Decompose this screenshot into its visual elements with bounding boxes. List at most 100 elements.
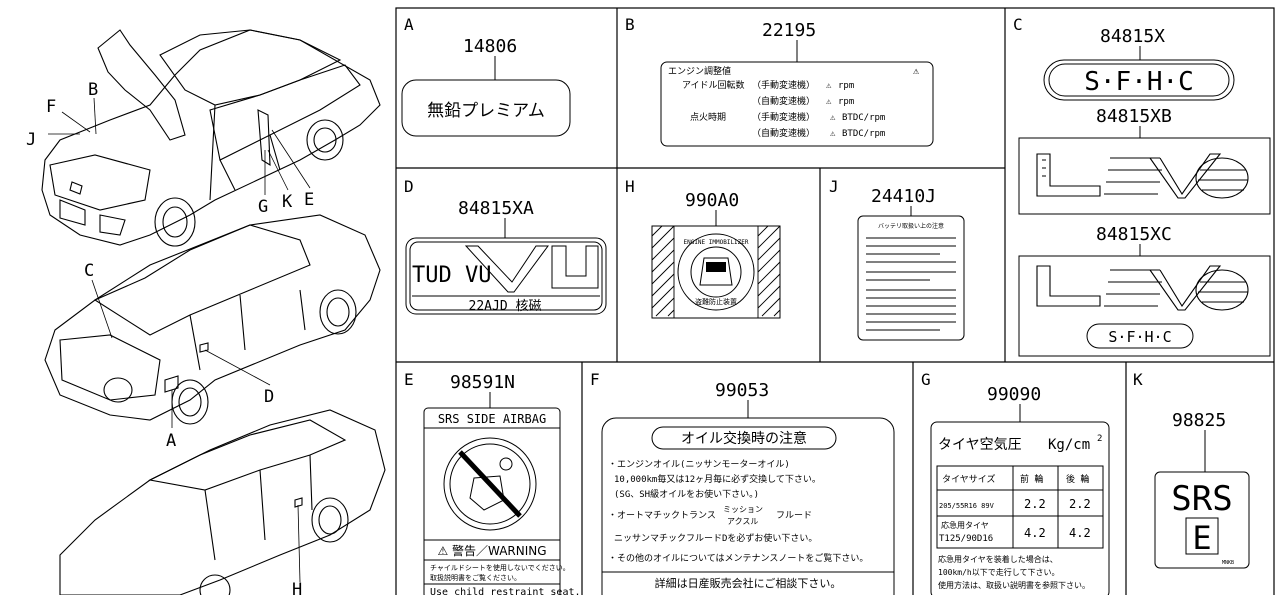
- panel-H-part-number: 990A0: [685, 190, 739, 211]
- panel-G-r2-rear: 4.2: [1069, 526, 1091, 540]
- panel-B-row1-cond: （手動変速機）: [752, 79, 815, 91]
- panel-G-r2-label: 応急用タイヤ: [941, 520, 989, 530]
- callout-B: B: [88, 80, 98, 100]
- panel-B-row3-icon: ⚠: [830, 113, 836, 123]
- car-middle: [44, 214, 381, 425]
- callout-E: E: [304, 190, 314, 210]
- panel-E-en-line: Use child restraint seat.: [430, 587, 581, 595]
- panel-H: H 990A0 ENGINE IMMOBILIZER 盗難防止装置: [625, 177, 781, 319]
- panel-B-row2-icon: ⚠: [826, 97, 832, 107]
- panel-G-unit-sup: 2: [1097, 434, 1102, 444]
- panel-G-note3: 使用方法は、取扱い説明書を参照下さい。: [938, 580, 1090, 590]
- panel-D-vu-text: TUD VU: [412, 263, 491, 288]
- panel-K-e: E: [1192, 519, 1211, 557]
- car-top: [41, 29, 381, 247]
- panel-G-r2-size: T125/90D16: [939, 534, 993, 544]
- panel-C-letter: C: [1013, 15, 1023, 34]
- callout-J: J: [26, 130, 36, 150]
- panel-C-sfhc-small: S·F·H·C: [1108, 328, 1171, 346]
- panel-B-row2-val: rpm: [838, 97, 854, 107]
- panel-J-lines: [866, 237, 956, 331]
- panel-F-label: [601, 417, 895, 599]
- panel-J-header: バッテリ取扱い上の注意: [878, 222, 944, 230]
- panel-E-prohibition-icon: [443, 437, 537, 531]
- panel-H-seal-text: ENGINE IMMOBILIZER: [683, 239, 748, 246]
- panel-C-levo-emblem-c: [1018, 255, 1271, 357]
- panel-E-jp-line1: チャイルドシートを使用しないでください。: [430, 563, 570, 572]
- panel-C-levo-emblem-b: [1018, 137, 1271, 215]
- panel-G-head-size: タイヤサイズ: [942, 473, 995, 485]
- panel-B-warn-icon: ⚠: [913, 66, 920, 77]
- panel-B-row3-left: 点火時期: [690, 112, 726, 123]
- panel-A-letter: A: [404, 15, 414, 34]
- panel-F-footer: 詳細は日産販売会社にご相談下さい。: [655, 576, 842, 590]
- panel-C-levo-lettering-c: [1036, 265, 1249, 311]
- panel-K: K 98825 SRS E MNKB: [1133, 370, 1250, 569]
- panel-grid: [395, 7, 1275, 599]
- callout-F: F: [46, 97, 56, 117]
- panel-J: J 24410J バッテリ取扱い上の注意: [829, 177, 965, 341]
- panel-E-letter: E: [404, 370, 414, 389]
- panel-K-part-number: 98825: [1172, 410, 1226, 431]
- panel-F-line5: ニッサンマチックフルードDを必ずお使い下さい。: [614, 532, 817, 544]
- panel-F-letter: F: [590, 370, 600, 389]
- panel-G-r2-front: 4.2: [1024, 526, 1046, 540]
- panel-G-r1-front: 2.2: [1024, 497, 1046, 511]
- panel-G-r1-rear: 2.2: [1069, 497, 1091, 511]
- panel-G-part-number: 99090: [987, 384, 1041, 405]
- panel-B-row4-val: BTDC/rpm: [842, 129, 885, 139]
- panel-E-part-number: 98591N: [450, 372, 515, 393]
- callout-D: D: [264, 387, 274, 407]
- callout-K: K: [282, 192, 293, 212]
- panel-B-title: エンジン調整値: [668, 65, 731, 77]
- panel-C-part-number: 84815X: [1100, 26, 1165, 47]
- panel-G-note1: 応急用タイヤを装着した場合は、: [938, 554, 1058, 564]
- panel-J-part-number: 24410J: [871, 186, 936, 207]
- panel-E-jp-line2: 取扱説明書をご覧ください。: [430, 573, 521, 582]
- panel-B-row4-cond: （自動変速機）: [752, 127, 815, 139]
- panel-K-srs: SRS: [1171, 479, 1232, 519]
- panel-B-label: [660, 61, 934, 147]
- panel-D-part-number: 84815XA: [458, 198, 534, 219]
- panel-H-letter: H: [625, 177, 635, 196]
- panel-E-title: SRS SIDE AIRBAG: [438, 412, 546, 426]
- panel-G-letter: G: [921, 370, 931, 389]
- car-bottom-leaders: [297, 504, 301, 583]
- panel-H-seal-bottom: 盗難防止装置: [695, 297, 737, 306]
- panel-H-hatch: [651, 225, 781, 318]
- panel-C-sfhc-text: S·F·H·C: [1084, 67, 1194, 97]
- panel-F: F 99053 オイル交換時の注意 ・エンジンオイル(ニッサンモーターオイル) …: [590, 370, 895, 599]
- panel-B-row1-icon: ⚠: [826, 81, 832, 91]
- panel-C-sfhc-emblem: [1043, 59, 1235, 101]
- panel-B-letter: B: [625, 15, 635, 34]
- panel-F-line4c: アクスル: [727, 517, 758, 526]
- panel-K-label: [1154, 471, 1250, 569]
- panel-F-line2: 10,000km毎又は12ヶ月毎に必ず交換して下さい。: [614, 473, 821, 485]
- panel-D-glass-text: 22AJD 核磁: [469, 299, 542, 314]
- panel-F-line3: (SG、SH級オイルをお使い下さい。): [614, 488, 759, 500]
- panel-F-line6: ・その他のオイルについてはメンテナンスノートをご覧下さい。: [608, 552, 868, 564]
- panel-K-small: MNKB: [1222, 560, 1234, 566]
- panel-B-row2-cond: （自動変速機）: [752, 95, 815, 107]
- panel-G: G 99090 タイヤ空気圧 Kg/cm 2 タイヤサイズ 前 輪 後 輪 20…: [921, 370, 1110, 599]
- panel-F-line4b: ミッション: [723, 505, 763, 514]
- panel-B-row3-cond: （手動変速機）: [752, 111, 815, 123]
- panel-C-levo-lettering-b: [1036, 153, 1249, 199]
- car-middle-leaders: [91, 279, 271, 428]
- car-top-leaders: [48, 97, 311, 195]
- callout-letters: B F J G K E C D A H: [26, 80, 314, 599]
- panel-G-title: タイヤ空気圧: [938, 437, 1022, 453]
- panel-B-row4-icon: ⚠: [830, 129, 836, 139]
- panel-F-line4a: ・オートマチックトランス: [608, 510, 716, 521]
- panel-C: C 84815X S·F·H·C 84815XB 84815XC S·F·H·C: [1013, 15, 1271, 357]
- panel-J-label: [857, 215, 965, 341]
- panel-A-label-text: 無鉛プレミアム: [427, 101, 545, 121]
- panel-J-letter: J: [829, 177, 839, 196]
- panel-G-head-rear: 後 輪: [1066, 473, 1089, 485]
- panel-E: E 98591N SRS SIDE AIRBAG ⚠ 警告／WARNING チャ…: [404, 370, 581, 599]
- panel-F-line4d: フルード: [776, 511, 812, 521]
- callout-H: H: [292, 580, 302, 595]
- panel-G-r1-size: 205/55R16 89V: [939, 502, 995, 510]
- panel-K-letter: K: [1133, 370, 1143, 389]
- panel-G-note2: 100km/h以下で走行して下さい。: [938, 567, 1059, 577]
